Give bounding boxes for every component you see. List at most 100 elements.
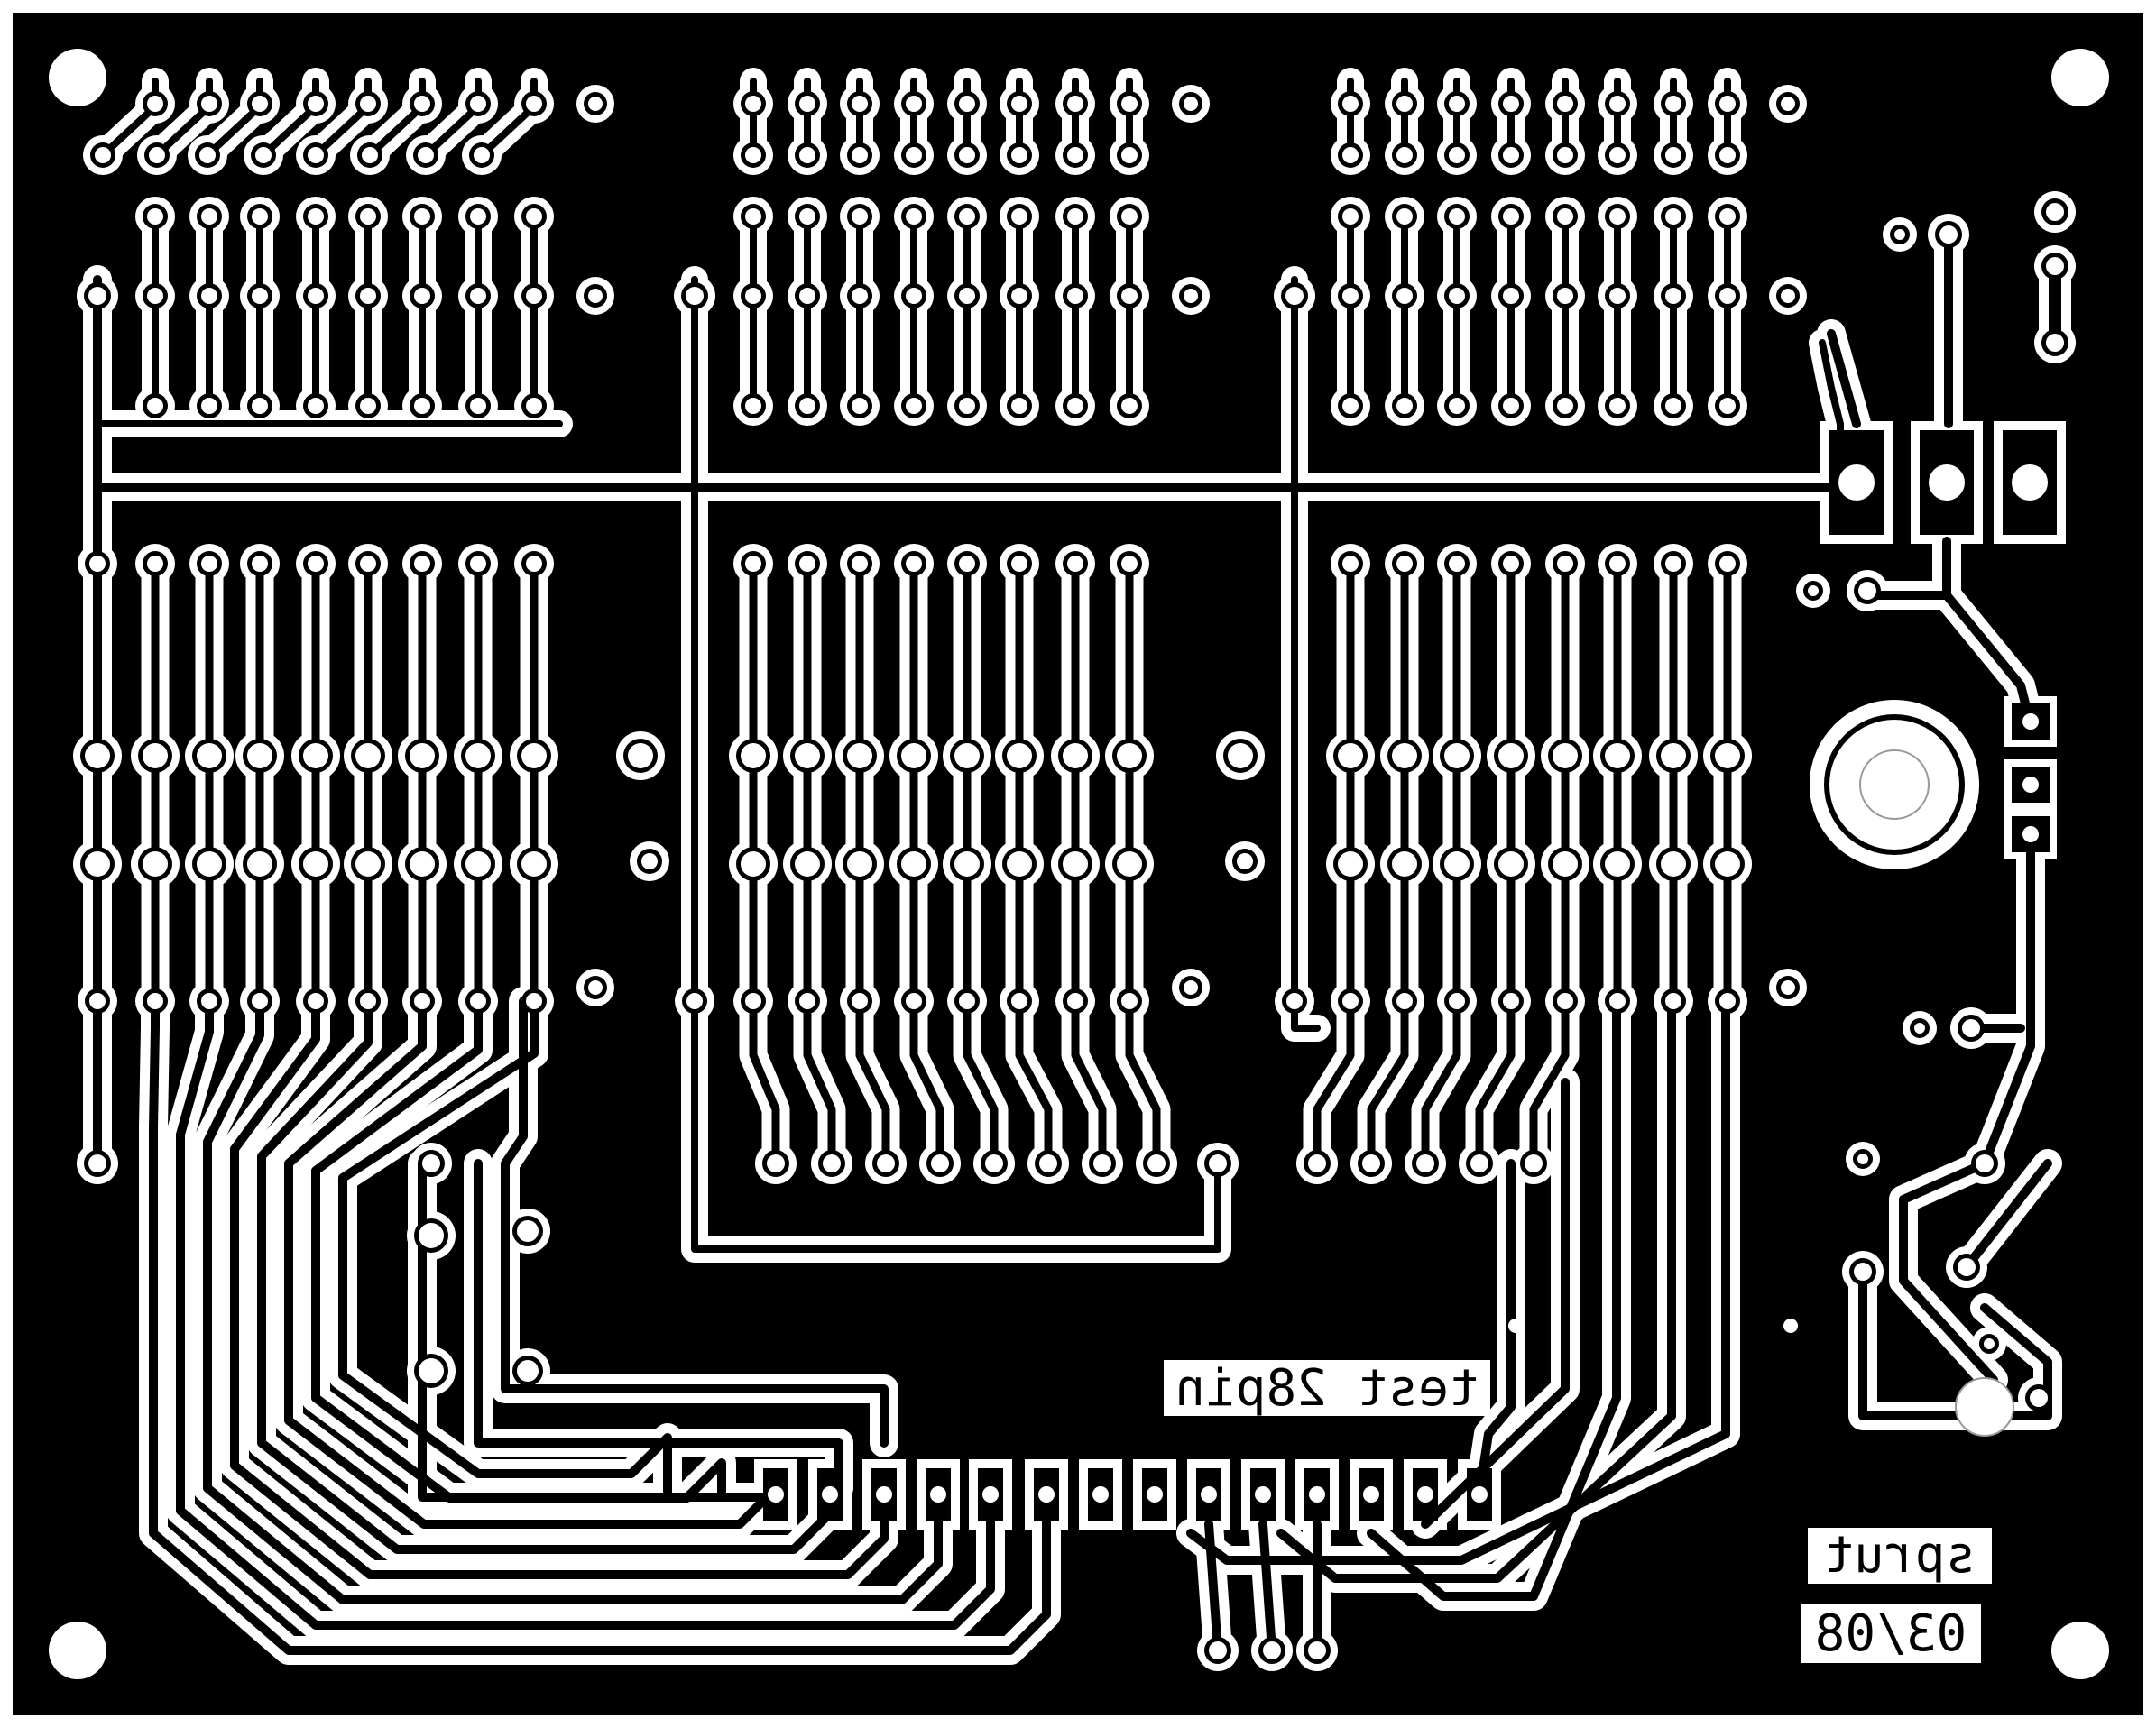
label-date-box — [1801, 1604, 1981, 1663]
pad-icon — [1121, 288, 1138, 304]
pad-icon — [526, 208, 542, 225]
label-main: test 28pin — [1175, 1359, 1479, 1418]
pad-icon — [1416, 1154, 1434, 1172]
trace-icon — [1980, 830, 2035, 1168]
pad-icon — [355, 851, 381, 877]
pot-pad — [1829, 720, 1959, 850]
trace-icon — [1827, 329, 1861, 428]
pad-icon — [360, 398, 376, 414]
pad-icon — [521, 743, 547, 768]
mounting-holes — [49, 49, 2109, 1679]
pad-icon — [414, 556, 430, 572]
mounting-hole-icon — [2051, 49, 2109, 106]
pad-icon — [799, 556, 815, 572]
pad-icon — [1665, 993, 1681, 1009]
pad-icon — [1396, 993, 1413, 1009]
pad-icon — [901, 851, 926, 877]
pad-icon — [85, 851, 110, 877]
pad-icon — [201, 208, 217, 225]
pad-icon — [959, 556, 975, 572]
pad-icon — [906, 556, 922, 572]
trace-icon — [149, 997, 1051, 1655]
pad-icon — [360, 96, 376, 112]
pad-icon — [1557, 993, 1573, 1009]
pad-icon — [147, 288, 163, 304]
pad-icon — [1719, 96, 1736, 112]
trace-icon — [963, 997, 999, 1168]
pad-icon — [414, 398, 430, 414]
pad-icon — [201, 993, 217, 1009]
pad-icon — [906, 288, 922, 304]
pad-icon — [906, 993, 922, 1009]
pad-icon — [1117, 743, 1142, 768]
pot-footprint — [1810, 700, 1979, 869]
pad-icon — [1237, 853, 1253, 869]
pad-icon — [1263, 1641, 1281, 1659]
pad-icon — [906, 208, 922, 225]
pad-icon — [745, 96, 761, 112]
pad-icon — [1228, 743, 1253, 768]
pad-icon — [85, 743, 110, 768]
pad-icon — [1498, 851, 1524, 877]
pad-icon — [252, 993, 268, 1009]
pad-icon — [795, 743, 820, 768]
trace-icon — [311, 997, 726, 1503]
pad-icon — [588, 980, 603, 995]
pad-icon — [1665, 288, 1681, 304]
pad-icon — [1719, 398, 1736, 414]
pad-icon — [1038, 1486, 1055, 1503]
trace-icon — [176, 997, 995, 1630]
pad-icon — [419, 1358, 444, 1383]
pad-icon — [526, 556, 542, 572]
pad-icon — [414, 993, 430, 1009]
pad-icon — [1503, 993, 1519, 1009]
pad-icon — [252, 556, 268, 572]
pad-icon — [1557, 208, 1573, 225]
pad-icon — [1557, 398, 1573, 414]
pad-icon — [89, 993, 106, 1009]
pad-icon — [2046, 203, 2064, 221]
pad-icon — [852, 147, 868, 163]
pad-icon — [1286, 993, 1303, 1009]
pad-icon — [201, 288, 217, 304]
pad-hole-marker — [1955, 1377, 2014, 1437]
pad-icon — [1342, 556, 1359, 572]
pad-icon — [954, 851, 980, 877]
pad-icon — [1661, 743, 1686, 768]
pad-icon — [1184, 97, 1198, 111]
pad-icon — [1962, 1019, 1980, 1037]
trace-icon — [691, 276, 1221, 1253]
pad-icon — [1503, 398, 1519, 414]
pad-icon — [1858, 582, 1876, 600]
pad-icon — [88, 1154, 106, 1172]
pad-icon — [741, 851, 766, 877]
pad-icon — [901, 743, 926, 768]
pad-icon — [588, 97, 603, 111]
pad-icon — [1011, 96, 1027, 112]
pad-icon — [1308, 1641, 1326, 1659]
pad-icon — [526, 96, 542, 112]
pad-icon — [1396, 556, 1413, 572]
pad-icon — [1396, 288, 1413, 304]
trace-icon — [1291, 276, 1321, 1032]
pad-icon — [1067, 993, 1083, 1009]
pad-icon — [1342, 288, 1359, 304]
pad-icon — [308, 288, 324, 304]
pad-icon — [1184, 980, 1198, 995]
pad-icon — [959, 398, 975, 414]
trace-icon — [803, 997, 836, 1168]
pad-icon — [1392, 851, 1417, 877]
pad-icon — [1503, 147, 1519, 163]
label-author-group: sprut — [1808, 1526, 1992, 1585]
trace-icon — [749, 997, 780, 1168]
pad-icon — [414, 288, 430, 304]
pad-icon — [1609, 993, 1626, 1009]
pad-icon — [303, 743, 328, 768]
pad-icon — [1503, 96, 1519, 112]
pad-icon — [1338, 743, 1363, 768]
pad-icon — [1011, 208, 1027, 225]
pad-icon — [745, 147, 761, 163]
pad-icon — [1039, 1154, 1057, 1172]
pad-icon — [1665, 556, 1681, 572]
pad-icon — [1147, 1154, 1166, 1172]
